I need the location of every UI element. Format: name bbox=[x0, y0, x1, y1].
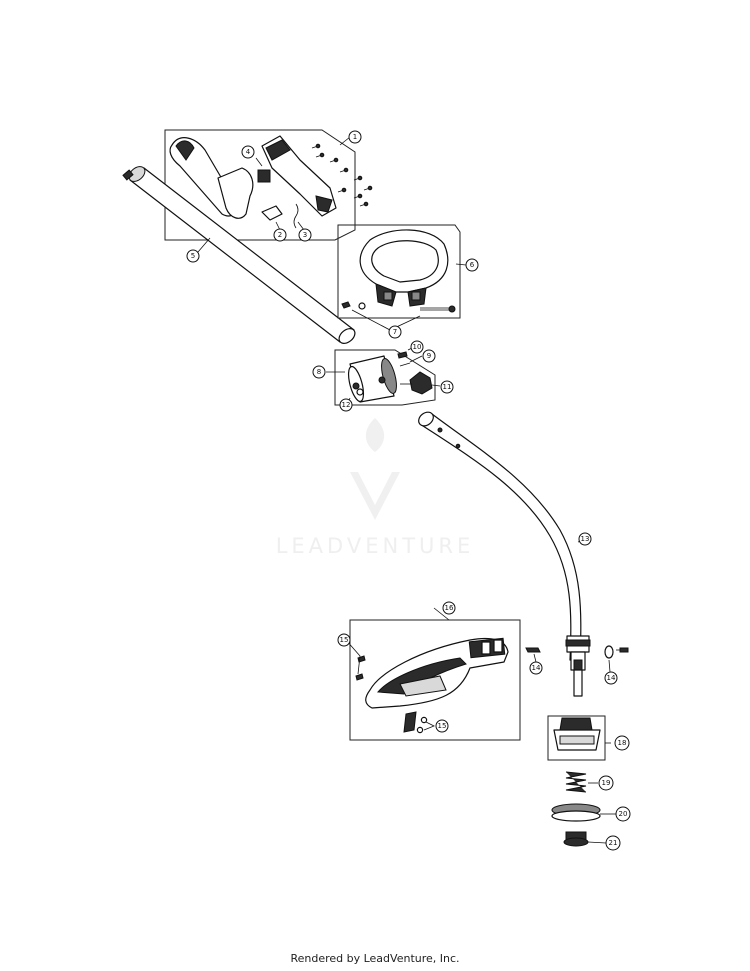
guard-group bbox=[345, 607, 541, 741]
callout-5: 5 bbox=[186, 249, 200, 263]
trimmer-head-housing bbox=[547, 715, 611, 761]
svg-text:20: 20 bbox=[619, 810, 628, 818]
callout-10: 10 bbox=[410, 340, 424, 354]
callout-7: 7 bbox=[388, 325, 402, 339]
screw-set bbox=[311, 143, 373, 207]
watermark-brand-text: LEADVENTURE bbox=[276, 534, 475, 558]
callout-11: 11 bbox=[440, 380, 454, 394]
svg-text:21: 21 bbox=[609, 839, 618, 847]
svg-text:10: 10 bbox=[413, 343, 422, 351]
assist-handle-group bbox=[337, 224, 467, 331]
svg-text:5: 5 bbox=[191, 252, 195, 260]
callout-20: 20 bbox=[615, 806, 631, 822]
callout-21: 21 bbox=[605, 835, 621, 851]
callout-6: 6 bbox=[465, 258, 479, 272]
svg-text:19: 19 bbox=[602, 779, 611, 787]
washer-screw-right bbox=[604, 645, 629, 673]
svg-text:3: 3 bbox=[303, 231, 307, 239]
upper-shaft bbox=[122, 166, 356, 344]
svg-text:6: 6 bbox=[470, 261, 475, 269]
callout-9: 9 bbox=[422, 349, 436, 363]
leadventure-logo-watermark: LEADVENTURE bbox=[276, 418, 475, 558]
spool bbox=[551, 803, 616, 822]
svg-text:15: 15 bbox=[340, 636, 349, 644]
callout-8: 8 bbox=[312, 365, 326, 379]
svg-text:14: 14 bbox=[607, 674, 616, 682]
callout-18: 18 bbox=[614, 735, 630, 751]
footer-credit: Rendered by LeadVenture, Inc. bbox=[290, 952, 460, 965]
svg-text:18: 18 bbox=[618, 739, 627, 747]
callout-14-left: 14 bbox=[529, 661, 543, 675]
svg-text:16: 16 bbox=[445, 604, 454, 612]
svg-text:15: 15 bbox=[438, 722, 447, 730]
svg-text:13: 13 bbox=[581, 535, 590, 543]
callout-4: 4 bbox=[241, 145, 255, 159]
callout-3: 3 bbox=[298, 228, 312, 242]
lower-curved-shaft bbox=[418, 411, 591, 697]
handle-housing-group bbox=[164, 129, 373, 241]
callout-14-right: 14 bbox=[604, 671, 618, 685]
svg-text:7: 7 bbox=[393, 328, 397, 336]
svg-text:1: 1 bbox=[353, 133, 357, 141]
callout-19: 19 bbox=[598, 775, 614, 791]
callout-15-upper: 15 bbox=[337, 633, 351, 647]
callout-2: 2 bbox=[273, 228, 287, 242]
bump-knob bbox=[563, 831, 607, 847]
coupler-group bbox=[326, 347, 441, 406]
callout-13: 13 bbox=[578, 532, 592, 546]
svg-text:12: 12 bbox=[342, 401, 351, 409]
spring bbox=[565, 771, 598, 793]
callout-12: 12 bbox=[339, 398, 353, 412]
svg-text:14: 14 bbox=[532, 664, 541, 672]
svg-text:4: 4 bbox=[246, 148, 251, 156]
svg-text:8: 8 bbox=[317, 368, 321, 376]
callout-15-lower: 15 bbox=[435, 719, 449, 733]
svg-text:2: 2 bbox=[278, 231, 282, 239]
svg-text:9: 9 bbox=[427, 352, 431, 360]
callout-1: 1 bbox=[348, 130, 362, 144]
callout-16: 16 bbox=[442, 601, 456, 615]
svg-text:11: 11 bbox=[443, 383, 452, 391]
